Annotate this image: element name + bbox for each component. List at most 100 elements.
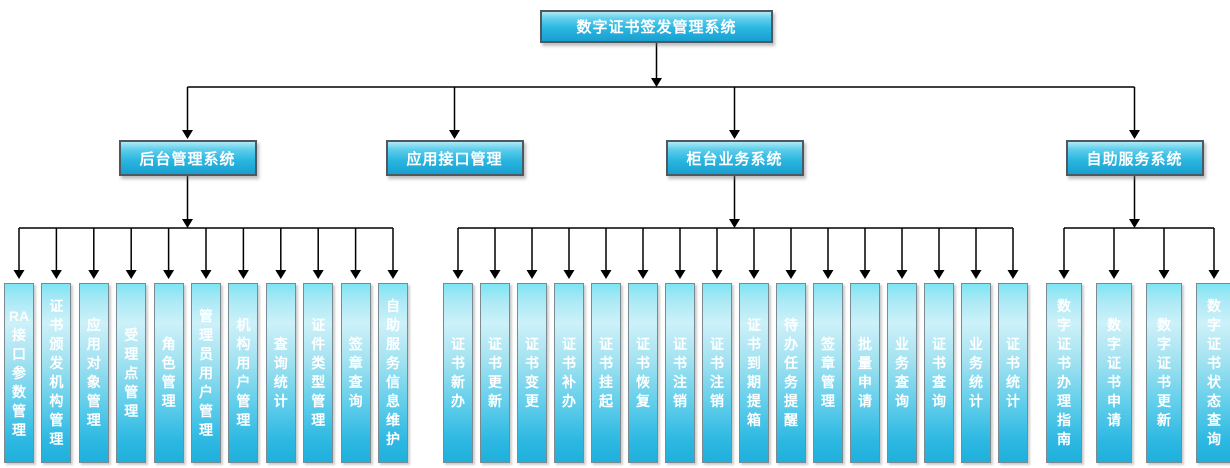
label-char: 醒 xyxy=(784,412,798,428)
label-char: 签 xyxy=(821,336,835,352)
leaf-node-label: 证书挂起 xyxy=(599,335,613,411)
label-char: 助 xyxy=(386,317,400,333)
label-char: 管 xyxy=(86,393,101,409)
label-char: 理 xyxy=(199,326,213,343)
label-char: 证 xyxy=(636,336,650,352)
leaf-node: 证书到期提箱 xyxy=(739,283,769,463)
leaf-node: 业务统计 xyxy=(961,283,991,463)
leaf-node: 业务查询 xyxy=(887,283,917,463)
label-char: 态 xyxy=(1207,393,1221,409)
label-char: 数 xyxy=(1157,317,1171,333)
label-char: 件 xyxy=(311,336,326,352)
label-char: 口 xyxy=(11,345,26,362)
label-char: 用 xyxy=(86,336,101,352)
label-char: 询 xyxy=(1207,431,1221,447)
label-char: 理 xyxy=(236,412,251,428)
label-char: 对 xyxy=(86,355,101,371)
label-char: 理 xyxy=(86,412,101,428)
label-char: 用 xyxy=(199,364,213,381)
label-char: 户 xyxy=(199,383,213,400)
leaf-node: 证书变更 xyxy=(517,283,547,463)
label-char: 复 xyxy=(636,393,650,409)
label-char: 南 xyxy=(1057,431,1071,447)
leaf-node: 待办任务提醒 xyxy=(776,283,806,463)
leaf-node: 批量申请 xyxy=(850,283,880,463)
label-char: 应 xyxy=(86,317,101,333)
node-counter-business-system: 柜台业务系统 xyxy=(665,140,804,176)
label-char: 点 xyxy=(124,364,139,381)
label-char: 服 xyxy=(386,336,400,352)
leaf-node-label: 业务统计 xyxy=(969,335,983,411)
label-char: 书 xyxy=(932,355,946,371)
label-char: 理 xyxy=(124,345,139,362)
label-char: 提 xyxy=(747,393,761,409)
label-char: 理 xyxy=(311,412,326,428)
leaf-node: 证书查询 xyxy=(924,283,954,463)
leaf-node: 证书统计 xyxy=(998,283,1028,463)
leaf-node-label: 受理点管理 xyxy=(124,326,138,421)
label-char: 请 xyxy=(1107,412,1121,428)
label-char: 证 xyxy=(451,336,465,352)
label-char: 参 xyxy=(11,364,26,381)
label-char: 员 xyxy=(199,345,213,362)
label-char: 更 xyxy=(525,393,539,409)
label-char: 书 xyxy=(451,355,465,371)
label-char: 管 xyxy=(236,393,251,409)
label-char: 章 xyxy=(821,355,835,371)
label-char: 变 xyxy=(525,374,539,390)
leaf-node-label: 证书补办 xyxy=(562,335,576,411)
leaf-node: 证件类型管理 xyxy=(303,283,334,463)
leaf-node: 数字证书更新 xyxy=(1146,283,1182,463)
label-char: 销 xyxy=(673,393,687,409)
label-char: 申 xyxy=(1107,393,1121,409)
leaf-node-label: 证书新办 xyxy=(451,335,465,411)
label-char: 询 xyxy=(895,393,909,409)
label-char: 象 xyxy=(86,374,101,390)
label-char: 数 xyxy=(11,383,26,400)
leaf-node-label: 签章管理 xyxy=(821,335,835,411)
leaf-node: 证书注销 xyxy=(702,283,732,463)
label-char: 书 xyxy=(673,355,687,371)
leaf-node: 受理点管理 xyxy=(116,283,147,463)
label-char: 受 xyxy=(124,326,139,343)
label-char: 询 xyxy=(348,393,363,409)
label-char: 询 xyxy=(932,393,946,409)
label-char: 章 xyxy=(348,355,363,371)
label-char: 补 xyxy=(562,374,576,390)
label-char: RA xyxy=(8,307,30,324)
label-char: 类 xyxy=(311,355,326,371)
label-char: 书 xyxy=(747,336,761,352)
leaf-node-label: 数字证书申请 xyxy=(1107,316,1121,430)
leaf-node-label: 应用对象管理 xyxy=(87,316,101,430)
label-char: 务 xyxy=(784,374,798,390)
label-char: 理 xyxy=(1057,393,1071,409)
label-char: 理 xyxy=(124,402,139,419)
label-char: 数 xyxy=(1107,317,1121,333)
label-char: 期 xyxy=(747,374,761,390)
leaf-node: 签章查询 xyxy=(340,283,371,463)
label-char: 证 xyxy=(673,336,687,352)
label-char: 角 xyxy=(161,336,176,352)
leaf-node: 查询统计 xyxy=(265,283,296,463)
label-char: 办 xyxy=(784,336,798,352)
label-char: 发 xyxy=(49,355,64,371)
label-char: 管 xyxy=(161,374,176,390)
node-label: 自助服务系统 xyxy=(1086,150,1183,168)
label-char: 状 xyxy=(1207,374,1221,390)
leaf-node-label: 证书颁发机构管理 xyxy=(49,297,63,449)
label-char: 证 xyxy=(710,336,724,352)
node-label: 柜台业务系统 xyxy=(686,150,783,168)
leaf-node-label: 证书统计 xyxy=(1006,335,1020,411)
label-char: 数 xyxy=(1057,298,1071,314)
label-char: 计 xyxy=(273,393,288,409)
label-char: 机 xyxy=(236,317,251,333)
label-char: 理 xyxy=(11,421,26,438)
label-char: 字 xyxy=(1207,317,1221,333)
label-char: 签 xyxy=(348,336,363,352)
label-char: 书 xyxy=(1207,355,1221,371)
label-char: 务 xyxy=(969,355,983,371)
label-char: 注 xyxy=(710,374,724,390)
label-char: 理 xyxy=(199,421,213,438)
label-char: 证 xyxy=(599,336,613,352)
